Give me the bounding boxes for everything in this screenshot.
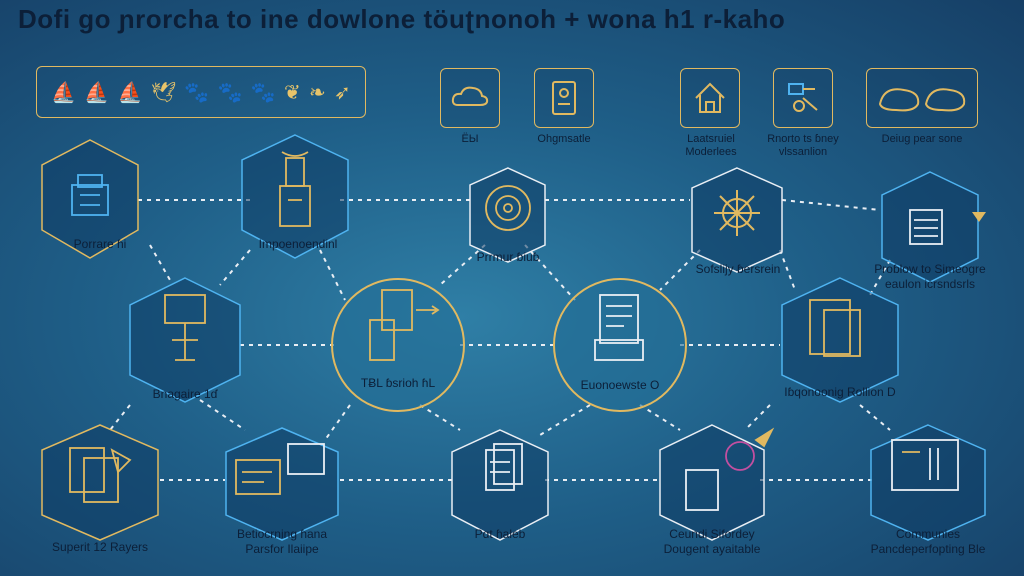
tree-tile[interactable] xyxy=(773,68,833,128)
node-iqonoonig[interactable] xyxy=(781,277,899,403)
connector-lines xyxy=(109,199,891,481)
boat-icon: ⛵ xyxy=(117,81,143,104)
tree-tile-label: Rnorto ts ɓney vlssanlion xyxy=(767,133,839,158)
node-euonoewste-center[interactable] xyxy=(553,278,687,412)
target-icon xyxy=(685,427,775,511)
cloud-icon xyxy=(451,86,489,106)
bird-icon: ❧ xyxy=(308,81,326,104)
node-bnagaire[interactable] xyxy=(129,277,241,403)
tower-icon xyxy=(279,151,311,227)
animal-icon: 🐾 xyxy=(250,81,276,104)
node-premium[interactable] xyxy=(469,167,546,263)
pages-icon xyxy=(485,443,523,491)
flag-icon xyxy=(972,212,986,222)
bird-icon: 🕊 xyxy=(150,81,177,104)
node-label: Euonoewste O xyxy=(580,378,660,392)
node-pat[interactable] xyxy=(451,429,549,541)
node-software[interactable] xyxy=(691,167,783,273)
node-label: Ceundi Sifordey Dougent ayaitable xyxy=(663,527,761,556)
node-communies[interactable] xyxy=(870,424,986,541)
leaf-icon: ❦ xyxy=(283,81,301,104)
node-betiocrning[interactable] xyxy=(225,427,339,541)
gear-icon xyxy=(714,190,760,236)
tablet-icon xyxy=(891,439,959,491)
frame-icon xyxy=(809,299,861,357)
person-card-tile[interactable] xyxy=(534,68,594,128)
animal-icon: 🐾 xyxy=(184,81,210,104)
person-card-icon xyxy=(552,81,576,115)
tree-icon xyxy=(788,83,818,112)
animal-icon: 🐾 xyxy=(217,81,243,104)
cloud-tile-label: ЁЫ xyxy=(461,133,479,145)
node-portable[interactable] xyxy=(41,139,139,259)
node-superit[interactable] xyxy=(41,424,159,541)
node-label: Proɓlow to Simeogre eaulon icrsndsrls xyxy=(874,262,986,291)
documents-icon xyxy=(369,289,440,361)
person-card-tile-label: Ohgmsatle xyxy=(537,133,591,145)
node-label: Bnagaire 1ɗ xyxy=(152,387,218,401)
node-label: Pɑt ɦaleb xyxy=(474,527,526,541)
hands-tile-label: Deiug pear sone xyxy=(881,133,963,145)
circuit-icon xyxy=(485,185,531,231)
house-tile-label: Laatsruiel Moderlees xyxy=(685,133,737,158)
hands-icon xyxy=(878,88,966,112)
node-label: Porrare ɦi xyxy=(73,237,127,251)
server-icon xyxy=(909,209,943,245)
node-label: Betiocrning ɦana Parsfor Ilaiipe xyxy=(236,527,328,556)
monitor-icon xyxy=(235,443,325,495)
node-ceundi[interactable] xyxy=(659,424,775,541)
cloud-tile[interactable] xyxy=(440,68,500,128)
node-label: Iɓqonoonig Rollion D xyxy=(784,385,896,399)
node-implementation[interactable] xyxy=(241,134,349,259)
node-problem[interactable] xyxy=(881,171,986,283)
report-icon xyxy=(594,294,644,361)
node-label: Prrmur ɓiuɓ xyxy=(476,250,540,264)
node-label: TɃL ɓsrioh ɦL xyxy=(360,376,436,390)
node-label: Sofslijy ɓersrein xyxy=(695,262,781,276)
bird-icon: ➶ xyxy=(334,81,351,104)
boat-icon: ⛵ xyxy=(84,81,110,104)
cards-icon xyxy=(69,447,132,503)
boat-icon: ⛵ xyxy=(51,81,77,104)
node-tbl-center[interactable] xyxy=(331,278,465,412)
node-label: Superit 12 Rayers xyxy=(51,540,149,554)
house-icon xyxy=(695,82,725,113)
node-label: Impoenoendinl xyxy=(258,237,338,251)
hands-tile[interactable] xyxy=(866,68,978,128)
node-label: Communies Pancdeperfopting Ble xyxy=(870,527,986,556)
page-title: Dofi go ɲrorcha to ine dowlone töuʈnonoh… xyxy=(18,4,786,34)
easel-icon xyxy=(164,294,206,361)
building-icon xyxy=(71,174,109,216)
house-tile[interactable] xyxy=(680,68,740,128)
icon-strip-panel: ⛵ ⛵ ⛵ 🕊 🐾 🐾 🐾 ❦ ❧ ➶ xyxy=(36,66,366,118)
